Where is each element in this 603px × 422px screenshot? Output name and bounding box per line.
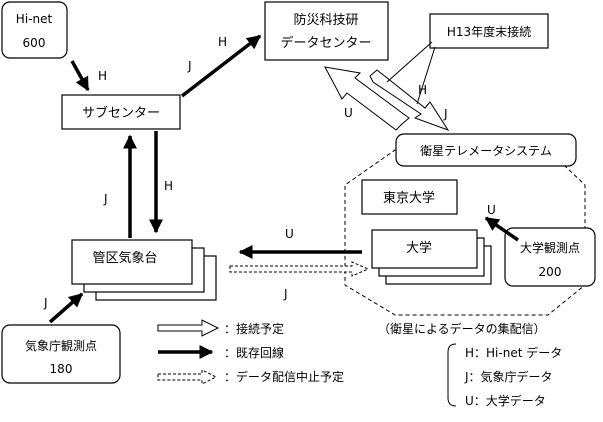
legend-discontinued-arrow xyxy=(157,369,218,385)
hinet-box: Hi-net 600 xyxy=(1,1,68,59)
arrow-jmast-to-jma xyxy=(48,292,84,324)
arrow-planned-u xyxy=(324,66,410,131)
label-sub-to-nied-h: H xyxy=(218,35,227,49)
label-univ-to-jma-u: U xyxy=(285,227,294,241)
tokyo-univ-label: 東京大学 xyxy=(383,190,435,206)
hinet-label: Hi-net xyxy=(16,12,53,26)
jma-district-label: 管区気象台 xyxy=(92,250,157,266)
nied-box: 防災科技研 データセンター xyxy=(264,1,389,61)
h13-leader-2 xyxy=(416,46,436,105)
satellite-system-label: 衛星テレメータシステム xyxy=(420,144,552,158)
label-hinet-to-sub: H xyxy=(98,69,107,83)
sub-center-box: サブセンター xyxy=(61,94,181,130)
broadcast-j: J：気象庁データ xyxy=(464,369,553,384)
broadcast-title: （衛星によるデータの集配信） xyxy=(378,321,546,336)
h13-note-label: H13年度末接続 xyxy=(447,24,531,39)
jma-stations-box: 気象庁観測点 180 xyxy=(1,324,121,384)
label-jmast-to-jma: J xyxy=(43,296,48,310)
broadcast-bracket xyxy=(447,343,457,407)
h13-note-box: H13年度末接続 xyxy=(429,13,549,49)
legend-existing-label: ：既存回線 xyxy=(224,345,284,360)
arrow-univst-to-univ xyxy=(484,216,519,242)
label-univst-to-univ: U xyxy=(487,203,496,217)
arrow-sub-to-nied xyxy=(180,34,262,98)
sub-center-label: サブセンター xyxy=(82,105,160,121)
label-sub-to-nied-j: J xyxy=(187,59,192,73)
satellite-system-box: 衛星テレメータシステム xyxy=(395,133,577,167)
tokyo-univ-box: 東京大学 xyxy=(361,179,458,215)
legend-planned-arrow xyxy=(157,319,220,337)
legend-discontinued-label: ：データ配信中止予定 xyxy=(224,369,344,384)
univ-stations-count: 200 xyxy=(539,265,562,279)
label-sub-to-jma: H xyxy=(164,179,173,193)
label-jma-to-sub: J xyxy=(103,192,108,206)
label-sat-arrow-h: H xyxy=(418,83,427,97)
h13-leader-1 xyxy=(386,41,433,83)
arrow-planned-hj xyxy=(369,69,450,131)
label-sat-arrow-j: J xyxy=(443,107,448,121)
univ-stack: 大学 xyxy=(371,229,492,285)
univ-label: 大学 xyxy=(406,240,432,256)
jma-stations-label: 気象庁観測点 xyxy=(25,338,97,353)
jma-stations-count: 180 xyxy=(50,362,73,376)
hinet-count: 600 xyxy=(23,36,46,50)
broadcast-h: H：Hi-net データ xyxy=(465,345,562,360)
legend-planned-label: ：接続予定 xyxy=(224,321,284,336)
arrow-discontinued xyxy=(229,261,370,277)
univ-stations-box: 大学観測点 200 xyxy=(504,227,596,287)
label-sat-arrow-u: U xyxy=(344,106,353,120)
nied-label: 防災科技研 xyxy=(293,12,358,28)
nied-sublabel: データセンター xyxy=(280,35,371,51)
label-univ-to-jma-j: J xyxy=(283,287,288,301)
jma-district-stack: 管区気象台 xyxy=(71,239,217,301)
broadcast-u: U：大学データ xyxy=(465,393,546,408)
arrow-hinet-to-sub xyxy=(70,60,90,92)
univ-stations-label: 大学観測点 xyxy=(520,240,580,255)
